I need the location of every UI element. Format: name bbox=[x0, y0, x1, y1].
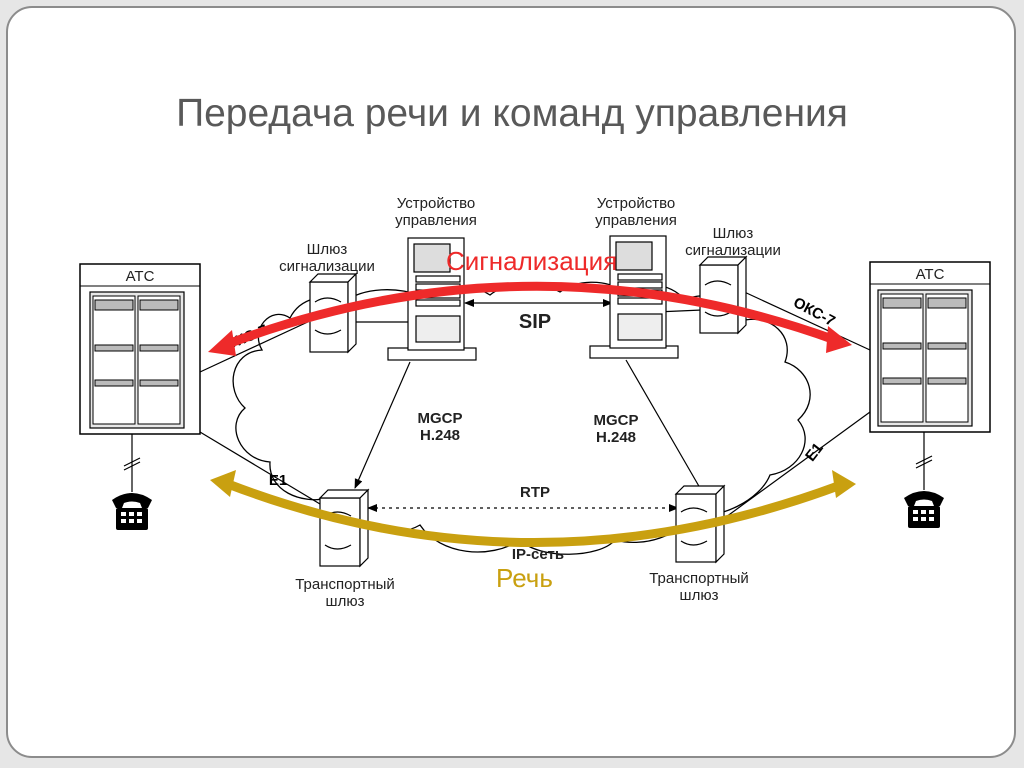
link-left-ats-tg bbox=[199, 431, 331, 511]
speech-label: Речь bbox=[496, 563, 553, 593]
ip-network-label: IP-сеть bbox=[511, 546, 565, 563]
rtp-label: RTP bbox=[520, 484, 550, 501]
phone-left-icon bbox=[112, 493, 152, 530]
sg-right-device bbox=[698, 255, 748, 335]
mgcp-left-label: MGCP H.248 bbox=[417, 410, 463, 444]
controller-left-label: Устройство управления bbox=[395, 195, 477, 229]
tg-left-label: Транспортный шлюз bbox=[295, 576, 395, 610]
ats-right-label: АТС bbox=[915, 266, 945, 283]
tg-right-label: Транспортный шлюз bbox=[649, 570, 749, 604]
phone-right-icon bbox=[904, 491, 944, 528]
mgcp-left-arrow bbox=[354, 361, 411, 489]
ats-left-label: АТС bbox=[125, 268, 155, 285]
sg-left-label: Шлюз сигнализации bbox=[279, 241, 375, 275]
link-left-ats-sg bbox=[199, 319, 313, 373]
link-right-ats-sg bbox=[739, 289, 871, 351]
ats-right bbox=[869, 261, 991, 433]
controller-right-label: Устройство управления bbox=[595, 195, 677, 229]
e1-right-label: E1 bbox=[802, 440, 827, 465]
speech-arrow bbox=[210, 470, 856, 547]
sg-right-label: Шлюз сигнализации bbox=[685, 225, 781, 259]
mgcp-right-label: MGCP H.248 bbox=[593, 412, 639, 446]
link-right-ats-tg bbox=[714, 411, 871, 526]
signaling-arrow bbox=[208, 281, 852, 356]
tg-left-device bbox=[318, 488, 370, 568]
signaling-label: Сигнализация bbox=[446, 246, 618, 276]
ats-left bbox=[79, 263, 201, 435]
link-right-ctrl-tg bbox=[625, 359, 701, 489]
slide-title: Передача речи и команд управления bbox=[176, 92, 848, 135]
sip-label: SIP bbox=[518, 311, 552, 333]
e1-left-label: E1 bbox=[269, 472, 287, 489]
